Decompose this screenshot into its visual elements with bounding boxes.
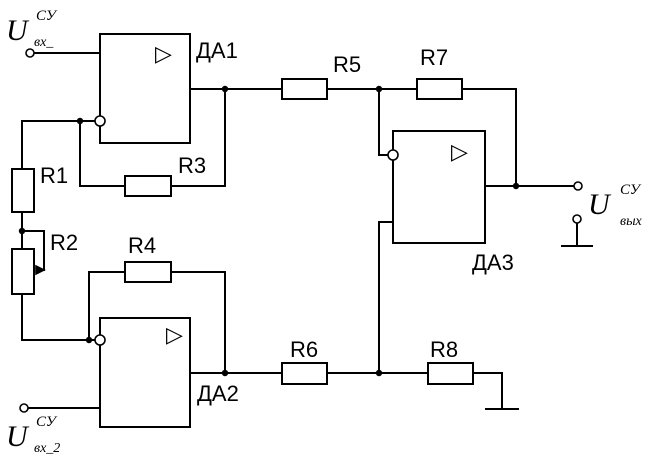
junction-dot — [375, 369, 383, 377]
op-amp-da2: ▷ ДА2 — [94, 317, 239, 428]
input2-label: U СУ вх_2 — [6, 414, 60, 456]
signal-superscript: СУ — [36, 8, 58, 24]
resistor-label: R3 — [178, 153, 206, 178]
input1-terminal — [25, 48, 35, 58]
wire-r7-out — [461, 88, 517, 187]
signal-subscript: вх_2 — [34, 441, 60, 456]
op-amp-symbol: ▷ — [451, 139, 468, 164]
resistor-r8: R8 — [427, 337, 474, 385]
resistor-r3: R3 — [124, 153, 206, 197]
resistor-label: R5 — [333, 52, 361, 77]
wire-r2-da2 — [21, 293, 101, 341]
resistor-r4: R4 — [124, 233, 172, 283]
signal-superscript: СУ — [620, 182, 642, 198]
op-amp-da1: ▷ ДА1 — [94, 33, 238, 144]
wire-da3-noninverting — [378, 221, 394, 374]
resistor-label: R8 — [430, 337, 458, 362]
resistor-r1: R1 — [11, 163, 68, 213]
resistor-label: R2 — [50, 230, 78, 255]
inverting-input-bubble — [387, 149, 399, 161]
resistor-label: R7 — [420, 45, 448, 70]
wire-r4-right — [170, 271, 226, 374]
output-terminal — [573, 181, 583, 191]
op-amp-symbol: ▷ — [155, 41, 172, 66]
signal-symbol: U — [6, 420, 30, 453]
signal-symbol: U — [6, 14, 30, 47]
input1-label: U СУ вх_ — [6, 8, 58, 50]
input2-terminal — [19, 403, 29, 413]
junctions — [18, 85, 520, 377]
junction-dot — [18, 227, 26, 235]
op-amp-label: ДА1 — [196, 38, 238, 63]
inverting-input-bubble — [94, 334, 106, 346]
signal-subscript: вых — [620, 214, 643, 229]
resistor-label: R1 — [40, 163, 68, 188]
resistor-r5: R5 — [281, 52, 361, 100]
junction-dot — [221, 369, 229, 377]
resistor-label: R4 — [128, 233, 156, 258]
resistor-label: R6 — [290, 337, 318, 362]
wire-r8-ground — [472, 372, 503, 409]
junction-dot — [85, 336, 93, 344]
junction-dot — [221, 85, 229, 93]
op-amp-symbol: ▷ — [166, 322, 183, 347]
inverting-input-bubble — [94, 115, 106, 127]
op-amp-label: ДА2 — [197, 381, 239, 406]
resistor-r7: R7 — [416, 45, 463, 100]
junction-dot — [375, 85, 383, 93]
wire-da1-inverting — [21, 120, 101, 170]
wire-r3-left — [79, 120, 126, 187]
wire-r3-right — [170, 88, 226, 187]
junction-dot — [76, 117, 84, 125]
signal-symbol: U — [588, 188, 612, 221]
op-amp-label: ДА3 — [472, 250, 514, 275]
signal-superscript: СУ — [36, 414, 58, 430]
output-ground-terminal — [572, 214, 582, 224]
signal-subscript: вх_ — [34, 35, 54, 50]
output-label: U СУ вых — [588, 182, 643, 229]
resistor-r6: R6 — [281, 337, 328, 385]
op-amp-da3: ▷ ДА3 — [387, 130, 514, 275]
wire-r4-left — [88, 271, 126, 341]
resistor-r2: R2 — [11, 230, 78, 295]
junction-dot — [512, 182, 520, 190]
wire-da3-inverting — [378, 88, 394, 156]
